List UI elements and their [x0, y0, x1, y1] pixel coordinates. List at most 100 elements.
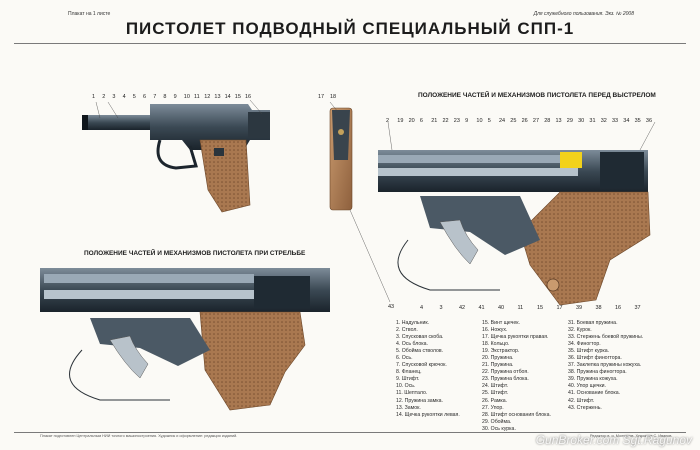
cutaway-before-shot: [378, 150, 651, 306]
legend-item: 38. Пружина финогтора.: [568, 369, 627, 376]
legend-item: 40. Упор щечки.: [568, 383, 606, 390]
callout-number: 10: [183, 94, 190, 100]
cutaway-firing: [40, 268, 330, 411]
grip-panel-view: [329, 107, 353, 211]
callout-number: 17: [318, 94, 325, 100]
footer-divider: [14, 432, 686, 433]
callout-number: 1: [92, 94, 96, 100]
legend-item: 2. Ствол.: [396, 327, 418, 334]
callout-number: 41: [478, 305, 485, 311]
callout-number: 12: [204, 94, 211, 100]
legend-item: 22. Пружина отбоя.: [482, 369, 529, 376]
callout-number: 9: [465, 118, 469, 124]
legend-item: 5. Обойма стволов.: [396, 348, 444, 355]
leader-lines: [95, 99, 656, 303]
callout-number: 31: [589, 118, 596, 124]
legend-item: 43. Стержень.: [568, 404, 602, 411]
callout-number: 6: [143, 94, 147, 100]
callout-number: 16: [245, 94, 252, 100]
legend-item: 21. Пружина.: [482, 362, 514, 369]
callout-number: 5: [487, 118, 491, 124]
page-title: ПИСТОЛЕТ ПОДВОДНЫЙ СПЕЦИАЛЬНЫЙ СПП-1: [125, 19, 575, 38]
callout-number: 18: [330, 94, 337, 100]
callout-number: 11: [194, 94, 200, 100]
legend-item: 3. Спусковая скоба.: [396, 334, 444, 341]
callout-number: 27: [532, 118, 540, 124]
callout-number: 28: [544, 118, 551, 124]
muzzle: [82, 115, 88, 130]
callout-number: 36: [645, 118, 653, 124]
callout-number: 14: [224, 94, 231, 100]
callout-number: 4: [122, 94, 126, 100]
legend-item: 20. Пружина.: [482, 355, 514, 362]
legend-item: 11. Шептало.: [396, 390, 428, 397]
callout-number: 35: [634, 118, 641, 124]
lanyard-loop: [397, 239, 500, 291]
callout-number: 30: [578, 118, 585, 124]
callout-number: 33: [612, 118, 619, 124]
pistol-side-view: [82, 104, 270, 213]
callout-number: 34: [623, 118, 630, 124]
legend-item: 18. Кольцо.: [482, 341, 510, 348]
legend-item: 19. Экстрактор.: [482, 348, 520, 355]
legend-item: 29. Обойма.: [482, 418, 512, 425]
grip: [199, 139, 251, 213]
legend-col-1: 1. Надульник.2. Ствол.3. Спусковая скоба…: [396, 320, 460, 419]
legend-item: 42. Штифт.: [568, 397, 595, 404]
grip-cutaway: [519, 191, 651, 306]
callout-number: 23: [453, 118, 460, 124]
callout-number: 11: [517, 305, 524, 311]
callout-number: 3: [439, 305, 443, 311]
legend-item: 7. Спусковой крючок.: [396, 362, 447, 369]
callout-number: 3: [112, 94, 116, 100]
legend-item: 1. Надульник.: [396, 320, 430, 326]
yellow-cartridge: [560, 152, 582, 168]
callout-number: 39: [576, 305, 583, 311]
rear-cover: [248, 112, 270, 138]
legend-item: 8. Фланец.: [396, 369, 422, 376]
footer-left: Плакат подготовлен Центральным НИИ точно…: [40, 434, 238, 438]
legend-item: 9. Штифт.: [396, 376, 420, 383]
legend-item: 34. Финогтор.: [568, 341, 601, 348]
callout-number: 40: [498, 305, 505, 311]
legend-item: 23. Пружина блока.: [482, 376, 529, 383]
callout-number: 43: [388, 304, 395, 310]
legend-item: 35. Штифт курка.: [568, 348, 610, 355]
trigger-guard: [156, 139, 198, 170]
legend-item: 31. Боевая пружина.: [568, 320, 618, 326]
callout-number: 2: [386, 118, 390, 124]
legend-item: 39. Пружина кожуха.: [568, 376, 618, 383]
callout-number: 42: [459, 305, 466, 311]
legend-item: 12. Пружина замка.: [396, 397, 443, 404]
legend-item: 30. Ось курка.: [482, 425, 516, 432]
callout-number: 13: [214, 94, 221, 100]
callout-number: 21: [431, 118, 438, 124]
callout-number: 9: [173, 94, 177, 100]
watermark: GunBroker.com Sgt.Ragunov: [535, 433, 692, 447]
callout-number: 15: [234, 94, 241, 100]
footer-right: Редактор в. и. Молчанов. Художник С. Ива…: [590, 434, 673, 438]
callout-number: 20: [408, 118, 415, 124]
legend-item: 24. Штифт.: [482, 383, 509, 390]
callout-number: 7: [153, 94, 157, 100]
legend-item: 37. Заклепка пружины кожуха.: [568, 362, 642, 369]
legend-col-3: 31. Боевая пружина.32. Курок.33. Стержен…: [568, 320, 643, 412]
grip-screw-plate: [214, 148, 224, 156]
callout-number: 19: [397, 118, 404, 124]
callout-number: 38: [595, 305, 602, 311]
legend-item: 4. Ось блока.: [396, 341, 428, 348]
callout-number: 26: [521, 118, 528, 124]
legend-item: 16. Ножух.: [482, 327, 508, 334]
legend-item: 10. Ось.: [396, 383, 416, 390]
legend-item: 41. Основание блока.: [568, 390, 621, 397]
legend-item: 13. Замок.: [396, 404, 421, 411]
callout-number: 17: [556, 305, 563, 311]
legend-item: 33. Стержень боевой пружины.: [568, 334, 644, 341]
legend-item: 15. Винт щечек.: [482, 320, 520, 326]
legend-item: 17. Щечка рукоятки правая.: [482, 334, 549, 341]
legend-item: 26. Рамка.: [482, 397, 508, 404]
legend-col-2: 15. Винт щечек.16. Ножух.17. Щечка рукоя…: [482, 320, 551, 433]
section-title-before-shot: ПОЛОЖЕНИЕ ЧАСТЕЙ И МЕХАНИЗМОВ ПИСТОЛЕТА …: [418, 92, 656, 99]
callout-number: 10: [476, 118, 483, 124]
